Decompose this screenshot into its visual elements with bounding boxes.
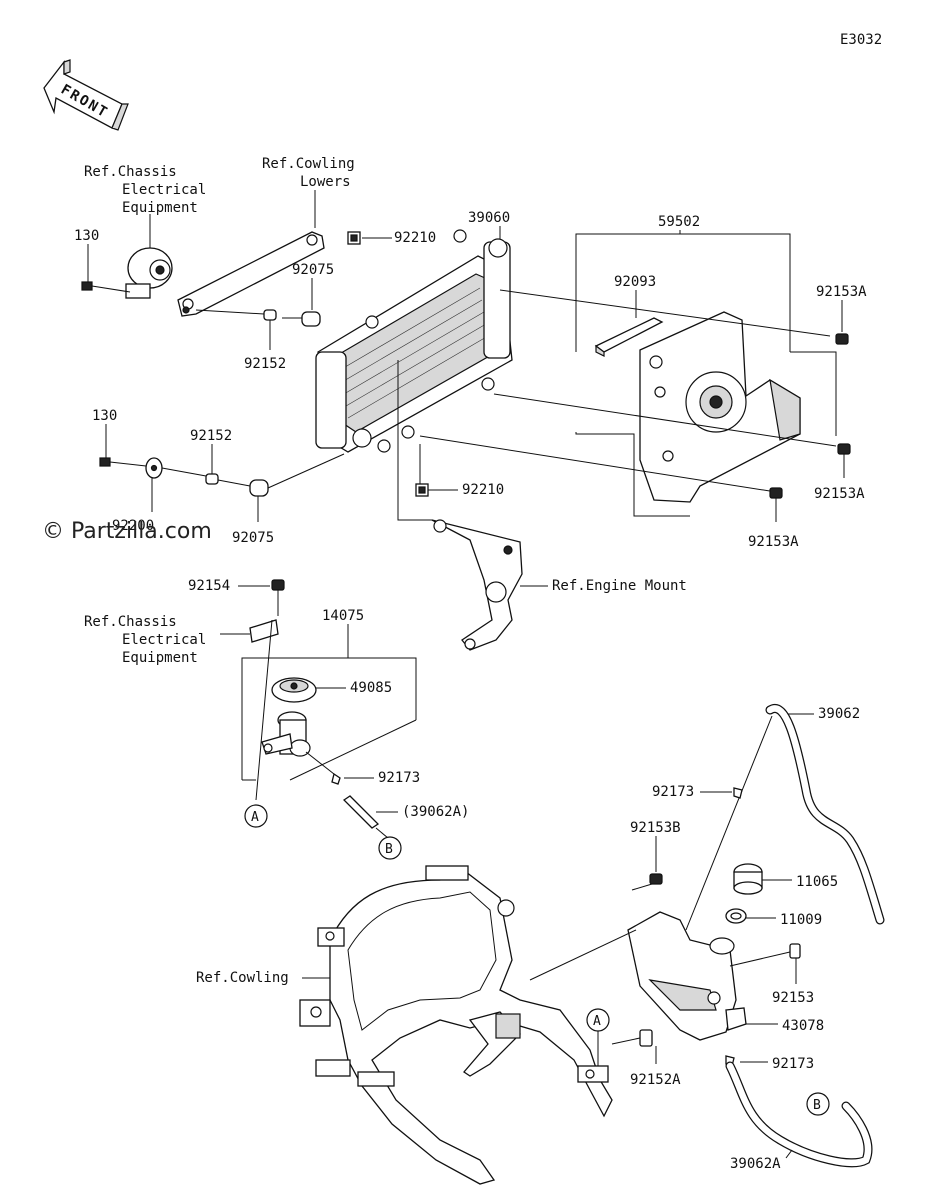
part-92153A-right: 92153A <box>814 486 865 502</box>
part-92152A: 92152A <box>630 1072 681 1088</box>
ref-chassis-top-3: Equipment <box>122 200 198 216</box>
radiator-cap-49085-icon <box>271 677 317 703</box>
collar-92152A-icon <box>611 1029 653 1047</box>
ref-chassis-mid-2: Electrical <box>122 632 206 648</box>
ref-engine-mount: Ref.Engine Mount <box>552 578 687 594</box>
callout-b-left: B <box>378 836 402 860</box>
part-11009: 11009 <box>780 912 822 928</box>
svg-text:A: A <box>593 1014 601 1029</box>
bolt-92153B-icon <box>649 873 663 885</box>
bolt-130-top-icon <box>81 281 131 293</box>
part-59502: 59502 <box>658 214 700 230</box>
svg-text:B: B <box>385 842 393 857</box>
reserve-tank-icon <box>627 911 747 1041</box>
part-92153: 92153 <box>772 990 814 1006</box>
bracket-cowling-icon <box>177 231 325 317</box>
bolt-92153A-right-icon <box>837 443 851 455</box>
bolt-130-mid-icon <box>99 457 147 467</box>
front-arrow-icon: FRONT <box>43 59 129 131</box>
grommet-92075-mid-icon <box>249 479 269 497</box>
part-92152-mid: 92152 <box>190 428 232 444</box>
part-92154: 92154 <box>188 578 230 594</box>
hose-39062-icon <box>765 704 885 925</box>
part-92152-top: 92152 <box>244 356 286 372</box>
part-92173-right: 92173 <box>652 784 694 800</box>
ref-cowling: Ref.Cowling <box>196 970 289 986</box>
bolt-92153A-top-icon <box>835 333 849 345</box>
ref-chassis-top-1: Ref.Chassis <box>84 164 177 180</box>
part-39060: 39060 <box>468 210 510 226</box>
callout-b-right: B <box>806 1092 830 1116</box>
part-49085: 49085 <box>350 680 392 696</box>
hose-39062A-short-icon <box>342 795 380 829</box>
part-130-mid: 130 <box>92 408 117 424</box>
bolt-92153A-bottom-icon <box>769 487 783 499</box>
seal-92093-icon <box>594 317 664 357</box>
part-11065: 11065 <box>796 874 838 890</box>
watermark: © Partzilla.com <box>42 519 212 544</box>
washer-92200-icon <box>145 457 163 479</box>
clamp-92173-right-icon <box>733 787 743 799</box>
part-39062A-paren: (39062A) <box>402 804 469 820</box>
ref-chassis-mid-1: Ref.Chassis <box>84 614 177 630</box>
part-92153A-bottom: 92153A <box>748 534 799 550</box>
svg-text:A: A <box>251 810 259 825</box>
hose-39062A-icon <box>725 1061 873 1168</box>
grommet-92075-top-icon <box>301 311 321 327</box>
part-92210-top: 92210 <box>394 230 436 246</box>
part-92153B: 92153B <box>630 820 681 836</box>
part-92093: 92093 <box>614 274 656 290</box>
diagram-code: E3032 <box>840 32 882 48</box>
tank-cap-11065-icon <box>733 863 763 895</box>
svg-text:B: B <box>813 1098 821 1113</box>
clip-92210-top-icon <box>347 231 361 245</box>
engine-mount-bracket-icon <box>431 519 523 651</box>
bolt-92154-icon <box>271 579 285 616</box>
collar-92152-mid-icon <box>205 473 219 485</box>
part-14075: 14075 <box>322 608 364 624</box>
part-92153A-top: 92153A <box>816 284 867 300</box>
callout-a-right: A <box>586 1008 610 1032</box>
ref-chassis-mid-3: Equipment <box>122 650 198 666</box>
part-39062A: 39062A <box>730 1156 781 1172</box>
ref-chassis-top-2: Electrical <box>122 182 206 198</box>
part-43078: 43078 <box>782 1018 824 1034</box>
part-92173-low: 92173 <box>772 1056 814 1072</box>
part-39062: 39062 <box>818 706 860 722</box>
bolt-92153-icon <box>729 943 801 967</box>
part-92075-top: 92075 <box>292 262 334 278</box>
fan-shroud-icon <box>639 311 801 503</box>
clamp-chassis-icon <box>249 619 279 643</box>
front-subframe-icon <box>299 865 613 1185</box>
ref-cowling-lowers-2: Lowers <box>300 174 351 190</box>
clamp-92173-mid-icon <box>331 772 341 785</box>
filler-neck-icon <box>261 711 311 757</box>
part-92173-mid: 92173 <box>378 770 420 786</box>
part-130-top: 130 <box>74 228 99 244</box>
part-92210-mid: 92210 <box>462 482 504 498</box>
gasket-11009-icon <box>725 908 747 924</box>
ref-cowling-lowers-1: Ref.Cowling <box>262 156 355 172</box>
horn-icon <box>125 247 173 299</box>
clip-92210-mid-icon <box>415 483 429 497</box>
part-92200: 92200 <box>112 518 154 534</box>
callout-a-left: A <box>244 804 268 828</box>
collar-92152-top-icon <box>263 309 277 321</box>
part-92075-mid: 92075 <box>232 530 274 546</box>
radiator-icon <box>315 229 513 453</box>
